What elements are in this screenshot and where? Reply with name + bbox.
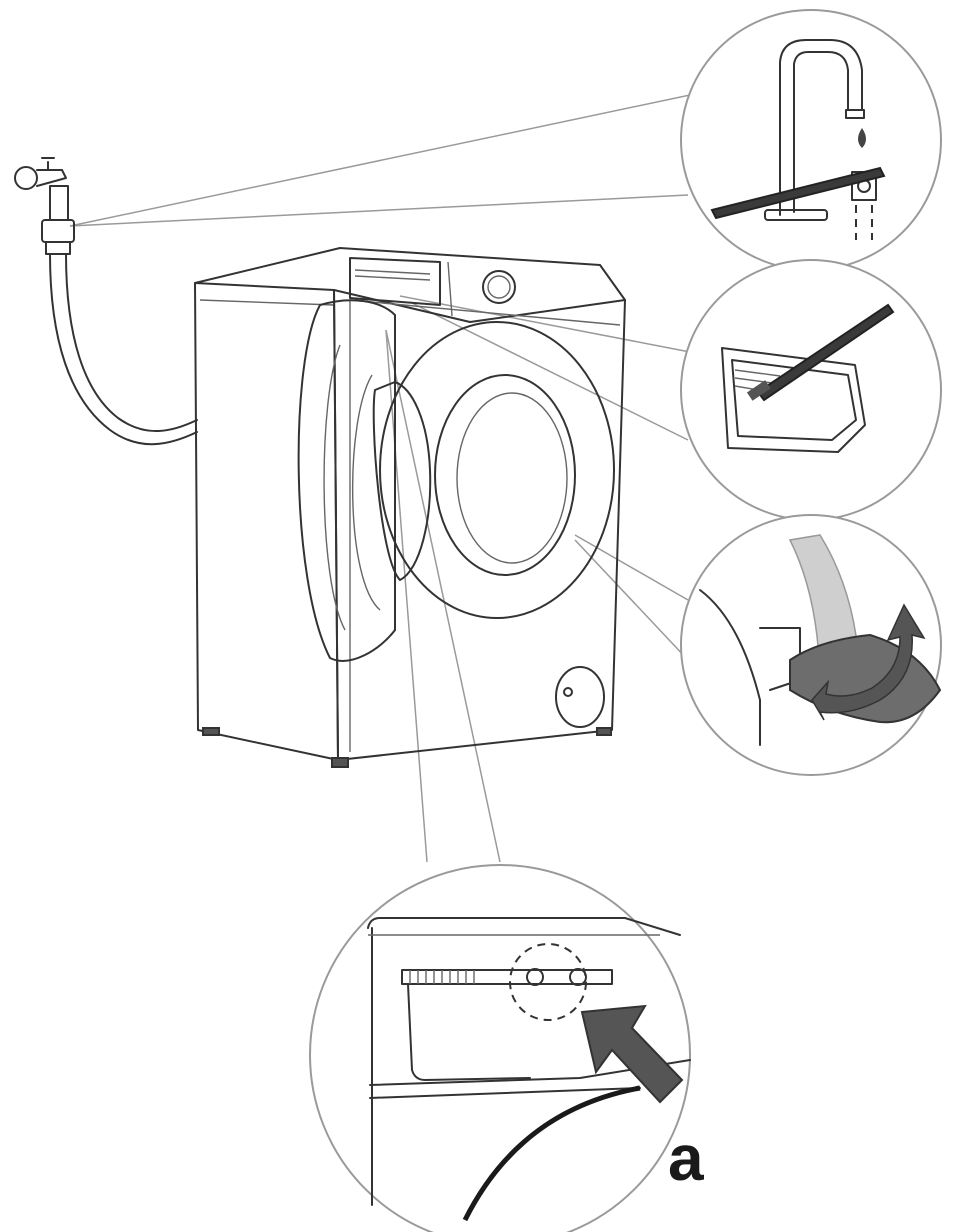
detail-drawer-inlet xyxy=(310,865,690,1232)
detail-tap-inlet xyxy=(681,10,941,270)
detail-door-seal xyxy=(681,515,941,775)
water-tap-icon xyxy=(15,158,74,254)
washing-machine xyxy=(195,248,625,767)
callout-label: a xyxy=(668,1122,704,1194)
detail-detergent-drawer xyxy=(681,260,941,520)
inlet-hose xyxy=(50,254,197,444)
